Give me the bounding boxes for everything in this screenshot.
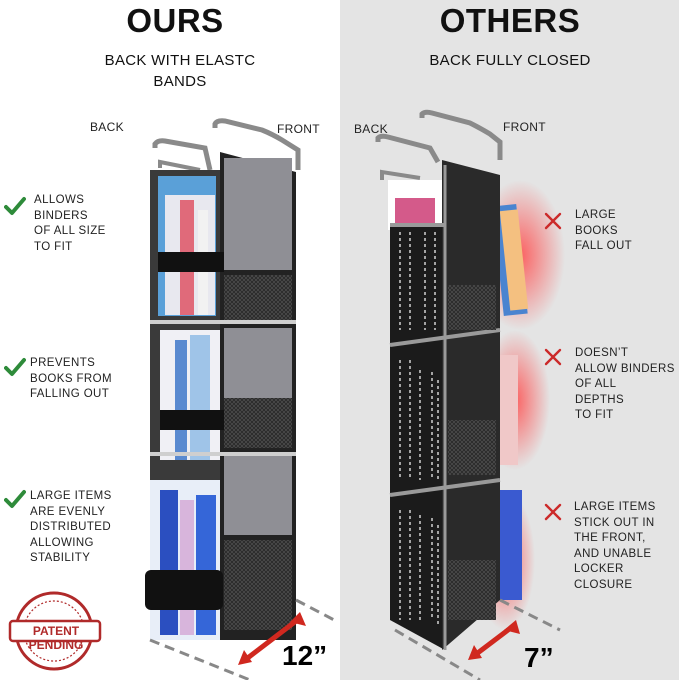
others-organizer bbox=[375, 109, 565, 680]
ours-front-label: FRONT bbox=[277, 122, 320, 136]
ours-dimension: 12” bbox=[282, 640, 328, 671]
others-feature-3: LARGE ITEMS STICK OUT IN THE FRONT, AND … bbox=[574, 501, 656, 591]
others-back-label: BACK bbox=[354, 122, 388, 136]
ours-subtitle-line2: BANDS bbox=[153, 73, 207, 90]
others-feature-2: DOESN’T ALLOW BINDERS OF ALL DEPTHS TO F… bbox=[575, 347, 675, 421]
patent-pending-badge bbox=[8, 591, 102, 671]
ours-organizer bbox=[145, 118, 339, 680]
ours-subtitle: BACK WITH ELASTC BANDS bbox=[70, 50, 290, 92]
cross-icon bbox=[544, 212, 562, 230]
check-icon bbox=[4, 358, 26, 376]
ours-feature-1: ALLOWS BINDERS OF ALL SIZE TO FIT bbox=[34, 194, 106, 253]
check-icon bbox=[4, 490, 26, 508]
ours-heading: OURS bbox=[126, 2, 224, 39]
others-heading: OTHERS bbox=[439, 2, 581, 39]
cross-icon bbox=[544, 348, 562, 366]
ours-subtitle-line1: BACK WITH ELASTC bbox=[104, 52, 256, 69]
check-icon bbox=[4, 197, 26, 215]
others-feature-1: LARGE BOOKS FALL OUT bbox=[575, 209, 633, 252]
cross-icon bbox=[544, 503, 562, 521]
ours-back-label: BACK bbox=[90, 120, 124, 134]
ours-feature-2: PREVENTS BOOKS FROM FALLING OUT bbox=[30, 357, 112, 400]
patent-pending-text: PATENT PENDING bbox=[28, 624, 84, 652]
others-dimension: 7” bbox=[524, 642, 554, 673]
others-subtitle: BACK FULLY CLOSED bbox=[429, 52, 591, 69]
ours-feature-3: LARGE ITEMS ARE EVENLY DISTRIBUTED ALLOW… bbox=[30, 490, 112, 564]
others-front-label: FRONT bbox=[503, 120, 546, 134]
